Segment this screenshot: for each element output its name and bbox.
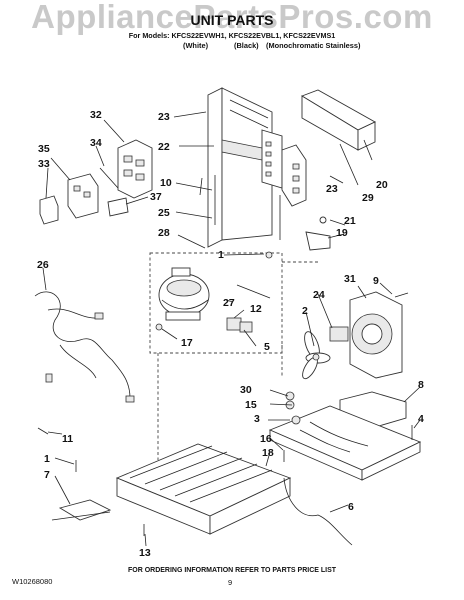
callout-29: 29 (362, 192, 374, 204)
callout-35: 35 (38, 143, 50, 155)
callout-27: 27 (223, 297, 235, 309)
callout-15: 15 (245, 399, 257, 411)
fan-motor-drawing (329, 326, 349, 342)
callout-12: 12 (250, 303, 262, 315)
condenser-coil-drawing (115, 443, 292, 535)
callout-8: 8 (418, 379, 424, 391)
model-list: For Models: KFCS22EVWH1, KFCS22EVBL1, KF… (128, 31, 336, 40)
screws (75, 251, 413, 536)
color-stainless: (Monochromatic Stainless) (266, 41, 361, 50)
base-pan-drawing (268, 400, 422, 481)
page-number: 9 (228, 578, 233, 587)
callout-1-top: 1 (218, 249, 224, 261)
callout-31: 31 (344, 273, 356, 285)
callout-9: 9 (373, 275, 379, 287)
callout-17: 17 (181, 337, 193, 349)
callout-22: 22 (158, 141, 170, 153)
wire-harness-drawing (34, 291, 135, 403)
callout-labels: 23 22 10 25 28 1 32 34 35 33 37 26 20 29… (37, 109, 424, 559)
callout-37: 37 (150, 191, 162, 203)
callout-5: 5 (264, 341, 270, 353)
callout-28: 28 (158, 227, 170, 239)
callout-10: 10 (160, 177, 172, 189)
callout-34: 34 (90, 137, 102, 149)
leader-lines (42, 111, 421, 547)
filter-drier-drawing (236, 284, 271, 299)
relay-drawing (226, 317, 242, 331)
callout-7: 7 (44, 469, 50, 481)
compressor-drawing (158, 267, 210, 321)
callout-3: 3 (254, 413, 260, 425)
color-black: (Black) (234, 41, 259, 50)
rod-drawing (99, 167, 119, 189)
callout-24: 24 (313, 289, 325, 301)
callout-16: 16 (260, 433, 272, 445)
fan-blade-drawing (302, 331, 331, 380)
callout-21: 21 (344, 215, 356, 227)
callout-1-bottom: 1 (44, 453, 50, 465)
bracket-37-drawing (107, 197, 129, 217)
ordering-note: FOR ORDERING INFORMATION REFER TO PARTS … (127, 567, 337, 574)
callout-13: 13 (139, 547, 151, 559)
callout-18: 18 (262, 447, 274, 459)
callout-32: 32 (90, 109, 102, 121)
callout-19: 19 (336, 227, 348, 239)
side-bracket-drawing (281, 144, 307, 207)
bracket-7-drawing (51, 499, 112, 521)
diagram-title: UNIT PARTS (190, 12, 274, 28)
compressor-group-outline (149, 252, 283, 354)
fan-shroud-drawing (349, 291, 403, 379)
callout-23-top: 23 (158, 111, 170, 123)
watermark: AppliancePartsPros.com (31, 0, 433, 35)
condenser-frame-drawing (207, 87, 283, 248)
tube-6-drawing (283, 477, 353, 546)
callout-20: 20 (376, 179, 388, 191)
mount-bracket-drawing (305, 216, 331, 251)
callout-2: 2 (302, 305, 308, 317)
color-white: (White) (183, 41, 209, 50)
control-box-drawing (117, 139, 153, 199)
callout-4: 4 (418, 413, 424, 425)
callout-30: 30 (240, 384, 252, 396)
document-number: W10268080 (12, 577, 53, 586)
callout-11: 11 (62, 433, 73, 445)
clip-drawing (37, 427, 49, 435)
callout-25: 25 (158, 207, 170, 219)
cover-drawing (239, 321, 253, 333)
callout-23-right: 23 (326, 183, 338, 195)
callout-33: 33 (38, 158, 50, 170)
callout-26: 26 (37, 259, 49, 271)
duct-drawing (300, 89, 376, 151)
relay-board-drawing (39, 173, 99, 225)
callout-6: 6 (348, 501, 354, 513)
